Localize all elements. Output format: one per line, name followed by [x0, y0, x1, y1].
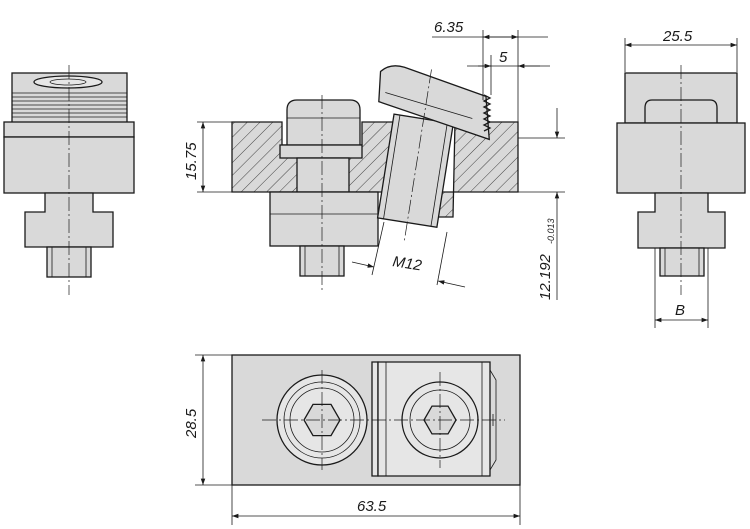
t-slot-key-lower	[269, 191, 379, 247]
jaw-centerline	[403, 69, 432, 243]
washer	[279, 144, 363, 159]
dim-15-75: 15.75	[183, 142, 200, 180]
plan-view	[231, 354, 521, 486]
right-side-view	[616, 65, 746, 295]
dim-6-35: 6.35	[434, 19, 464, 36]
dim-m12: M12	[391, 253, 423, 274]
dim-tolerance: -0.013	[546, 218, 556, 244]
right-t-slot-key	[637, 192, 726, 249]
slide-edge-left	[371, 361, 379, 477]
center-section-view	[231, 65, 519, 290]
left-side-view	[3, 65, 135, 295]
hex-socket-ellipse	[49, 78, 87, 86]
dim-b: B	[675, 302, 685, 319]
dim-25-5: 25.5	[662, 28, 693, 45]
dim-63-5: 63.5	[357, 498, 387, 515]
dim-12-192: 12.192	[537, 253, 554, 300]
jaw-head	[378, 65, 490, 141]
cap-screw-head	[286, 99, 361, 146]
tilted-clamp	[376, 65, 490, 243]
dim-5: 5	[499, 49, 508, 66]
serration-lines	[12, 92, 127, 118]
right-stud	[659, 247, 705, 277]
screw-shank	[296, 157, 350, 193]
dim-28-5: 28.5	[183, 408, 200, 439]
serrated-teeth	[482, 94, 492, 132]
screw-head-top-ellipse	[33, 75, 103, 89]
